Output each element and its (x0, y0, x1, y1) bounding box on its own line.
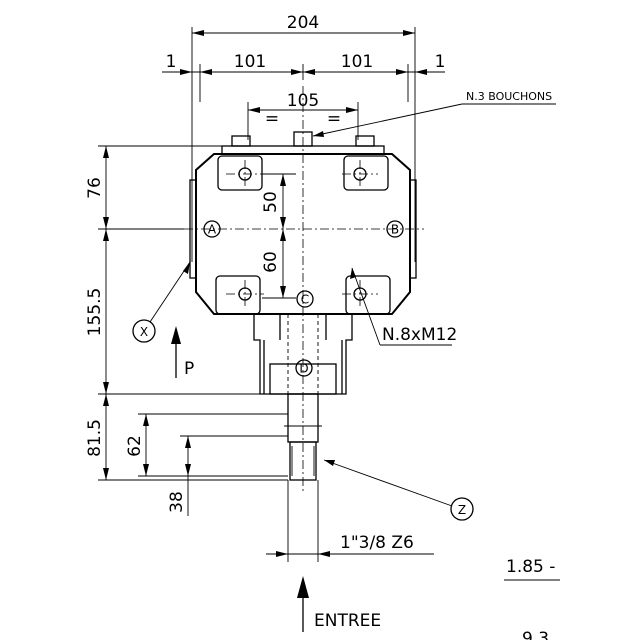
marker-a: A (203, 220, 221, 238)
page-number: 9.3 (522, 629, 549, 640)
svg-text:B: B (391, 223, 399, 237)
svg-text:X: X (140, 325, 148, 339)
equal-mark-right: = (327, 109, 341, 129)
top-span-dimension: 105 = = (247, 91, 359, 140)
force-label: P (184, 359, 194, 379)
bolts-label: N.8xM12 (382, 325, 457, 345)
marker-x: X (132, 261, 191, 343)
mid-lower-label: 60 (261, 251, 281, 273)
lower-height-label: 155.5 (85, 288, 105, 337)
half-width-dimensions: 1 101 101 1 (162, 52, 445, 102)
footer: 1.85 - 9.3 (504, 557, 560, 640)
right-offset-label: 1 (435, 52, 446, 72)
center-lines (184, 86, 424, 492)
shaft-tip-label: 38 (167, 491, 187, 513)
shaft-spec-dimension: 1"3/8 Z6 (266, 480, 434, 562)
right-half-label: 101 (341, 52, 373, 72)
marker-d: D (295, 359, 313, 377)
svg-text:A: A (208, 223, 217, 237)
input-arrow: ENTREE (297, 576, 381, 632)
plugs-callout: N.3 BOUCHONS (312, 90, 556, 137)
ratio-label: 1.85 - (506, 557, 555, 577)
left-offset-label: 1 (166, 52, 177, 72)
shaft-spec-label: 1"3/8 Z6 (340, 533, 414, 553)
svg-text:Z: Z (458, 503, 466, 517)
marker-z: Z (323, 459, 474, 521)
bolts-callout: N.8xM12 (350, 267, 457, 346)
shaft-dimensions: 81.5 62 38 (85, 394, 288, 516)
overall-width-dimension: 204 (191, 13, 416, 262)
upper-height-label: 76 (85, 177, 105, 199)
spline-length-label: 62 (125, 435, 145, 457)
top-span-label: 105 (287, 91, 319, 111)
marker-b: B (386, 220, 404, 238)
force-arrow: P (171, 326, 194, 379)
input-label: ENTREE (314, 611, 381, 631)
left-half-label: 101 (234, 52, 266, 72)
inner-vertical-dimensions: 50 60 (261, 173, 296, 299)
equal-mark-left: = (265, 109, 279, 129)
left-vertical-dimensions: 76 155.5 (85, 145, 286, 395)
marker-c: C (296, 290, 314, 308)
mid-upper-label: 50 (261, 191, 281, 213)
overall-width-label: 204 (287, 13, 319, 33)
shaft-length-label: 81.5 (85, 419, 105, 457)
svg-text:C: C (301, 293, 309, 307)
plugs-label: N.3 BOUCHONS (466, 90, 552, 103)
svg-text:D: D (299, 362, 308, 376)
